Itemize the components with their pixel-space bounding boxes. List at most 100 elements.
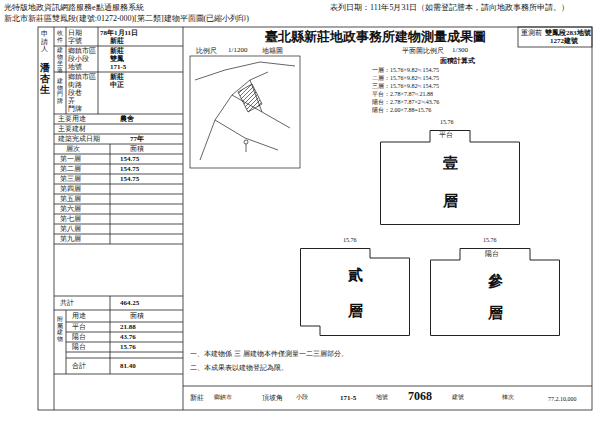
- form-text: 棟次: [502, 394, 514, 401]
- form-text: 潘杏生: [40, 62, 50, 95]
- plan-outline: [300, 248, 410, 336]
- form-text: 第九層: [60, 235, 81, 243]
- form-text: 第一層: [60, 155, 81, 163]
- form-text: 新莊: [110, 73, 124, 81]
- form-text: 第二層: [60, 165, 81, 173]
- plan-text: 貳: [348, 266, 363, 284]
- form-text: 1272建號: [550, 37, 578, 45]
- form-text: 面積計算式: [440, 57, 475, 65]
- form-text: 78年1月11日: [100, 29, 138, 37]
- form-text: 主要建材: [58, 125, 86, 133]
- form-text: 15.76: [343, 237, 357, 244]
- form-text: 小段: [296, 394, 308, 401]
- form-text: 平台: [72, 323, 86, 331]
- plan-outline: [380, 130, 520, 225]
- form-text: 77年: [130, 135, 144, 143]
- form-text: 重測前: [521, 29, 542, 37]
- form-text: 表列日期：111年5月31日（如需登記謄本，請向地政事務所申請。）: [330, 3, 569, 13]
- form-text: 三層：15.76×9.82≒154.75: [372, 83, 439, 90]
- form-text: 建物坐落: [57, 47, 63, 73]
- form-text: 第七層: [60, 215, 81, 223]
- form-text: 申請人: [41, 31, 48, 54]
- form-text: 光特版地政資訊網路服務e點通服務系統: [4, 3, 144, 13]
- form-text: 7068: [408, 389, 432, 403]
- form-text: 合計: [72, 362, 86, 370]
- form-text: 街路: [68, 81, 82, 89]
- form-text: 新莊: [110, 37, 124, 45]
- form-text: 鄉鎮市區: [68, 47, 96, 55]
- form-text: 第六層: [60, 205, 81, 213]
- form-text: 一層：15.76×9.82≒154.75: [372, 67, 439, 74]
- cadastral-sketch: [190, 56, 300, 168]
- form-text: 15.76: [483, 237, 497, 244]
- form-text: 81.40: [120, 362, 136, 370]
- form-text: 弄: [68, 97, 75, 105]
- plan-text: 平台: [439, 131, 453, 139]
- floor-plan: 平台壹層: [380, 130, 520, 225]
- form-text: 154.75: [120, 155, 139, 163]
- form-text: 154.75: [120, 165, 139, 173]
- form-text: 464.25: [120, 299, 139, 307]
- form-text: 一、本建物係 三 層建物本件僅測量一二三層部分。: [190, 350, 348, 358]
- document-title: 臺北縣新莊地政事務所建物測量成果圖: [265, 29, 486, 45]
- plan-outline: [430, 248, 560, 336]
- form-text: 新莊: [190, 394, 204, 402]
- plan-text: 層: [348, 302, 363, 320]
- floor-plan: 貳層: [300, 248, 410, 336]
- form-text: 15.76: [440, 119, 454, 126]
- form-text: 字號: [68, 37, 82, 45]
- form-text: 收件: [57, 30, 63, 43]
- form-text: 鄉鎮市區: [68, 73, 96, 81]
- form-text: 1/1200: [228, 46, 247, 54]
- form-text: 陽台：2.00×7.88=15.76: [372, 107, 431, 114]
- form-text: 1/300: [452, 46, 468, 54]
- form-text: 陽台：2.78×7.87×2≒43.76: [372, 99, 439, 106]
- form-text: 地號: [68, 63, 82, 71]
- form-text: 平面圖比例尺: [402, 47, 444, 55]
- form-text: 附屬建物: [57, 316, 63, 342]
- form-text: 建物門牌: [57, 78, 63, 104]
- form-text: 建築完成日期: [58, 135, 100, 143]
- form-text: 第四層: [60, 185, 81, 193]
- form-text: 77.2.10,000: [548, 396, 577, 403]
- form-text: 平台：2.78×7.87≒21.88: [372, 91, 433, 98]
- form-text: 雙鳳段283地號: [545, 29, 591, 37]
- form-text: 建號: [452, 394, 464, 401]
- form-text: 面積: [130, 312, 144, 320]
- form-text: 比例尺: [196, 47, 217, 55]
- form-text: 地籍圖: [262, 47, 283, 55]
- floor-plan: 陽台參層: [430, 248, 560, 336]
- form-text: 第八層: [60, 225, 81, 233]
- form-text: 171-5: [340, 394, 356, 402]
- form-text: 二層：15.76×9.82≒154.75: [372, 75, 439, 82]
- form-text: 段巷: [68, 89, 82, 97]
- form-text: 層次: [66, 145, 80, 153]
- form-text: 二、本成果表以建物登記為限。: [190, 364, 288, 372]
- form-text: 門牌: [68, 105, 82, 113]
- plan-text: 層: [488, 304, 503, 322]
- form-text: 21.88: [120, 323, 136, 331]
- plan-text: 壹: [443, 154, 458, 172]
- form-text: 主要用途: [58, 115, 86, 123]
- form-text: 15.76: [120, 343, 136, 351]
- plan-text: 陽台: [485, 250, 499, 258]
- form-text: 中正: [110, 81, 124, 89]
- form-text: 第三層: [60, 175, 81, 183]
- form-text: 第五層: [60, 195, 81, 203]
- form-text: 鄉鎮市: [214, 394, 232, 401]
- form-text: 地號: [376, 394, 388, 401]
- form-text: 共計: [60, 299, 74, 307]
- form-text: 段小段: [68, 55, 89, 63]
- form-text: 陽台: [72, 333, 86, 341]
- form-text: 171-5: [110, 63, 126, 71]
- form-text: 154.75: [120, 175, 139, 183]
- form-text: 用途: [72, 312, 86, 320]
- form-text: 農舍: [120, 115, 134, 123]
- form-text: 陽台: [72, 343, 86, 351]
- form-text: 43.76: [120, 333, 136, 341]
- form-text: 面積: [130, 145, 144, 153]
- form-text: 日期: [68, 29, 82, 37]
- form-text: 頂坡角: [262, 394, 283, 402]
